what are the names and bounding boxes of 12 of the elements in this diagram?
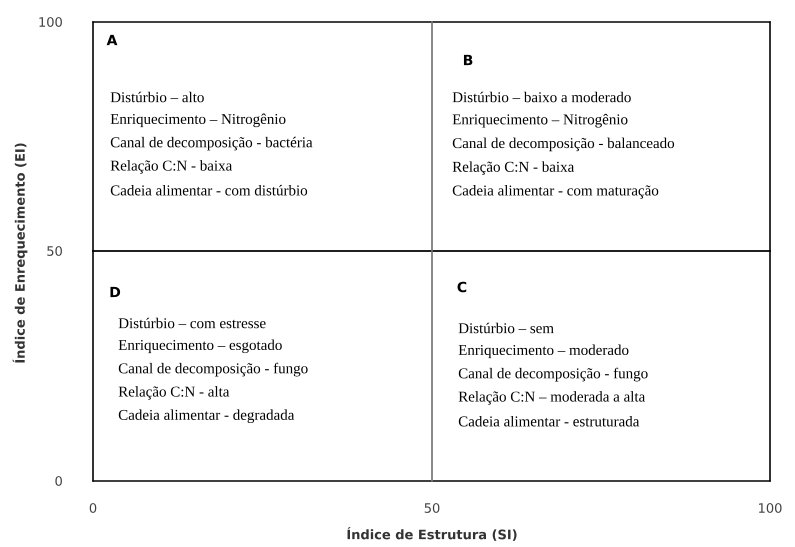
axis-tick-label: 50 xyxy=(424,503,440,513)
axis-tick-label: 0 xyxy=(55,476,62,486)
quadrant-box: B Distúrbio – baixo a moderado Enriquecimento – Nitrogênio Canal de decomposição - balanceado Relação C:N - baixa Cadeia alimentar - com maturação xyxy=(431,21,771,252)
axis-tick-label: 0 xyxy=(90,503,96,513)
axis-title: Índice de Estrutura (SI) xyxy=(348,527,517,541)
axis-title: Índice de Enrequecimento (EI) xyxy=(12,143,28,362)
quadrant-box: D Distúrbio – com estresse Enriquecimento – esgotado Canal de decomposição - fungo Relação C:N - alta Cadeia alimentar - degradada xyxy=(92,250,433,482)
axis-tick-label: 50 xyxy=(47,246,62,256)
axis-tick-label: 100 xyxy=(759,503,782,513)
axis-tick-label: 100 xyxy=(39,17,62,27)
quadrant-box: C Distúrbio – sem Enriquecimento – moderado Canal de decomposição - fungo Relação C:N – moderada a alta Cadeia alimentar - estruturada xyxy=(431,250,771,482)
quadrant-box: A Distúrbio – alto Enriquecimento – Nitrogênio Canal de decomposição - bactéria Relação C:N - baixa Cadeia alimentar - com distúrbio xyxy=(92,21,433,252)
